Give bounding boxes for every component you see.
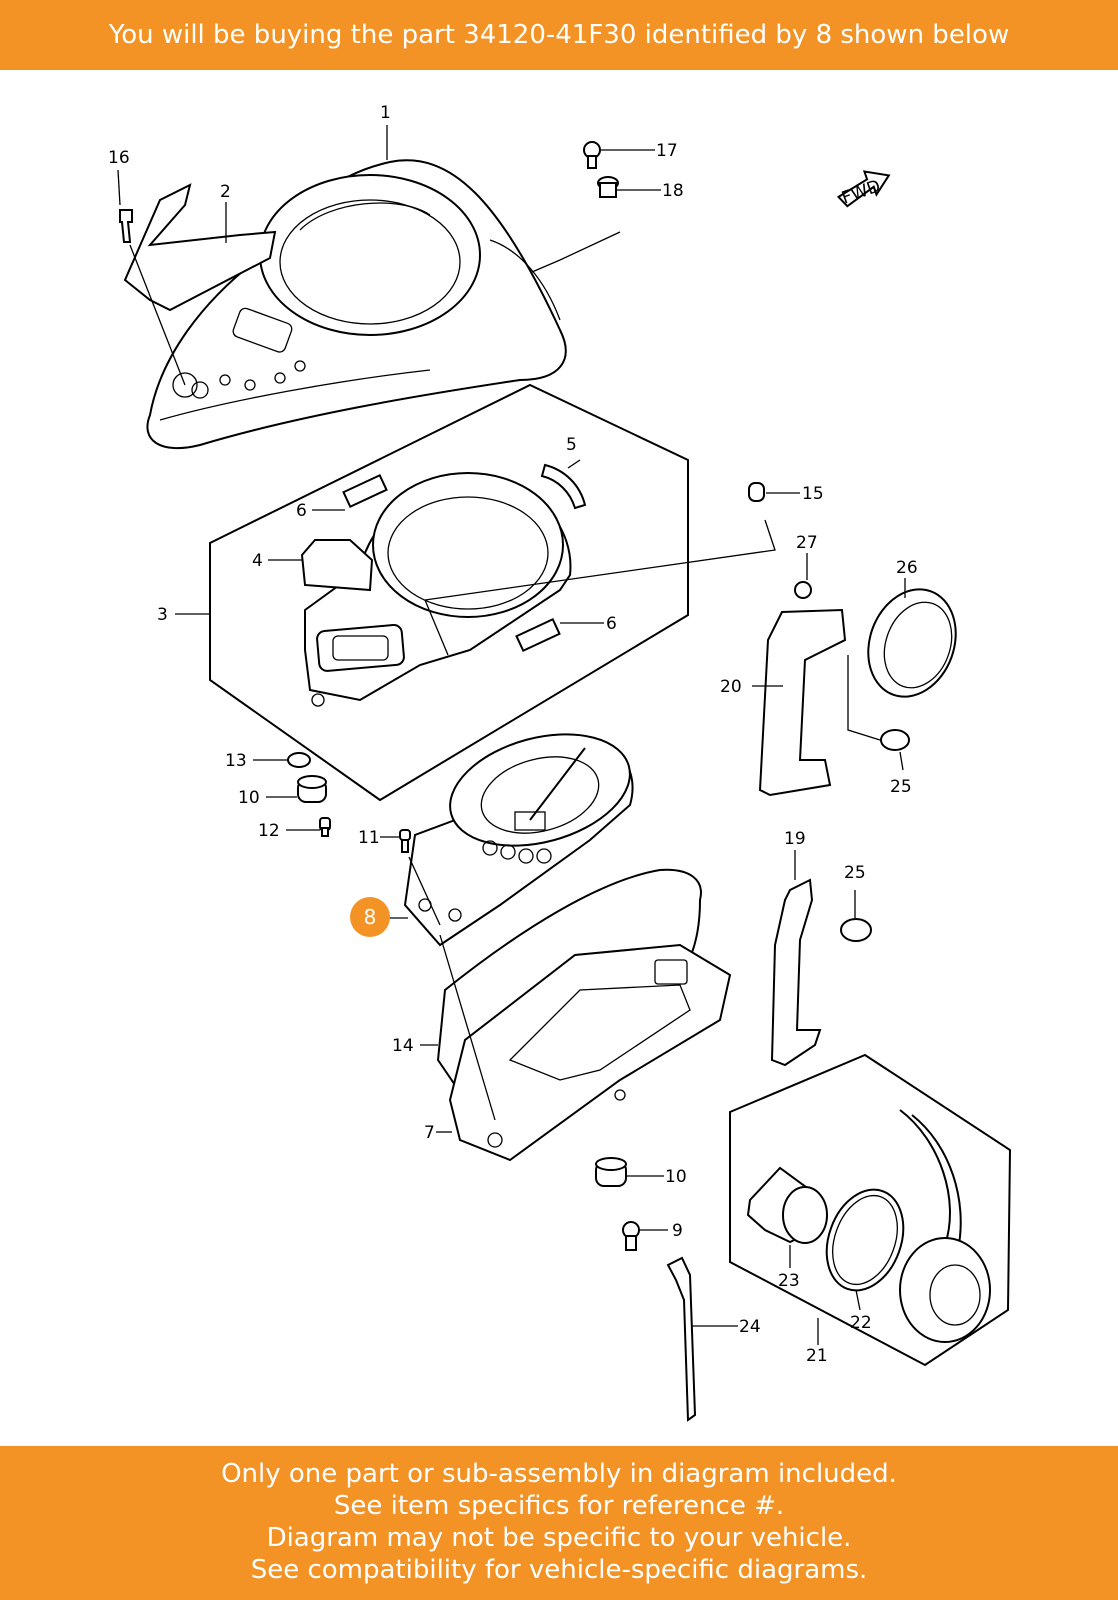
part-1-meter-cover bbox=[146, 159, 567, 450]
callout-9: 9 bbox=[672, 1221, 683, 1241]
highlight-callout-8: 8 bbox=[350, 897, 390, 937]
callout-10-lower: 10 bbox=[665, 1167, 687, 1187]
leader-lines bbox=[117, 125, 906, 1345]
part-19-bracket bbox=[770, 878, 822, 1067]
callout-10-upper: 10 bbox=[238, 788, 260, 808]
footer-line-3: Diagram may not be specific to your vehi… bbox=[266, 1523, 852, 1553]
part-21-lamp-housing bbox=[899, 1109, 991, 1343]
parts-diagram: FWD bbox=[108, 103, 1012, 1422]
part-20-bracket bbox=[758, 608, 847, 797]
part-10-cushion-lower bbox=[595, 1157, 627, 1187]
fwd-arrow-icon: FWD bbox=[836, 170, 891, 209]
part-6-pad-lower bbox=[515, 617, 561, 653]
callout-19: 19 bbox=[784, 829, 806, 849]
callout-6-upper: 6 bbox=[296, 501, 307, 521]
part-24-cable-tie bbox=[666, 1256, 697, 1422]
part-22-ring bbox=[825, 1188, 905, 1292]
part-27-nut bbox=[794, 581, 812, 599]
callout-1: 1 bbox=[380, 103, 391, 123]
highlight-number: 8 bbox=[364, 905, 377, 929]
callout-23: 23 bbox=[778, 1271, 800, 1291]
part-5-seal bbox=[540, 463, 587, 510]
part-3-meter-case bbox=[304, 472, 572, 707]
callout-labels: 1 2 3 4 5 6 6 7 9 10 10 11 12 13 14 15 1… bbox=[108, 103, 918, 1366]
fwd-label: FWD bbox=[839, 176, 883, 208]
callout-25-upper: 25 bbox=[890, 777, 912, 797]
footer-line-2: See item specifics for reference #. bbox=[333, 1491, 785, 1521]
part-15-grommet bbox=[748, 482, 765, 502]
callout-18: 18 bbox=[662, 181, 684, 201]
callout-4: 4 bbox=[252, 551, 263, 571]
callout-26: 26 bbox=[896, 558, 918, 578]
callout-24: 24 bbox=[739, 1317, 761, 1337]
callout-20: 20 bbox=[720, 677, 742, 697]
part-3-outline bbox=[209, 383, 689, 802]
callout-16: 16 bbox=[108, 148, 130, 168]
callout-2: 2 bbox=[220, 182, 231, 202]
callout-5: 5 bbox=[566, 435, 577, 455]
part-18-collar bbox=[597, 176, 619, 198]
callout-21: 21 bbox=[806, 1346, 828, 1366]
part-25-clamp-upper bbox=[880, 729, 910, 751]
banner-text: You will be buying the part 34120-41F30 … bbox=[108, 20, 1010, 50]
callout-7: 7 bbox=[424, 1123, 435, 1143]
top-banner: You will be buying the part 34120-41F30 … bbox=[0, 0, 1118, 70]
part-11-screw bbox=[399, 829, 411, 853]
part-4-cushion bbox=[300, 539, 374, 592]
part-12-screw bbox=[319, 817, 331, 837]
footer-line-1: Only one part or sub-assembly in diagram… bbox=[221, 1459, 897, 1489]
part-25-clamp-lower bbox=[840, 918, 872, 942]
part-16-screw bbox=[119, 209, 133, 243]
callout-25-lower: 25 bbox=[844, 863, 866, 883]
part-13-washer bbox=[287, 752, 311, 768]
part-7-lower-case bbox=[448, 943, 732, 1162]
bottom-banner: Only one part or sub-assembly in diagram… bbox=[0, 1446, 1118, 1600]
callout-14: 14 bbox=[392, 1036, 414, 1056]
callout-11: 11 bbox=[358, 828, 380, 848]
callout-22: 22 bbox=[850, 1313, 872, 1333]
part-8-meter-assembly bbox=[403, 733, 634, 947]
part-26-reflector bbox=[867, 588, 957, 698]
part-6-pad-upper bbox=[342, 473, 388, 509]
part-9-screw bbox=[622, 1221, 640, 1251]
callout-12: 12 bbox=[258, 821, 280, 841]
part-17-bolt bbox=[583, 141, 601, 169]
part-2-bracket bbox=[123, 183, 277, 312]
callout-27: 27 bbox=[796, 533, 818, 553]
part-10-cushion-upper bbox=[297, 775, 327, 803]
part-21-outline bbox=[729, 1053, 1012, 1367]
footer-line-4: See compatibility for vehicle-specific d… bbox=[250, 1555, 868, 1585]
callout-3: 3 bbox=[157, 605, 168, 625]
callout-17: 17 bbox=[656, 141, 678, 161]
callout-15: 15 bbox=[802, 484, 824, 504]
callout-13: 13 bbox=[225, 751, 247, 771]
callout-6-lower: 6 bbox=[606, 614, 617, 634]
part-23-socket bbox=[746, 1166, 828, 1244]
